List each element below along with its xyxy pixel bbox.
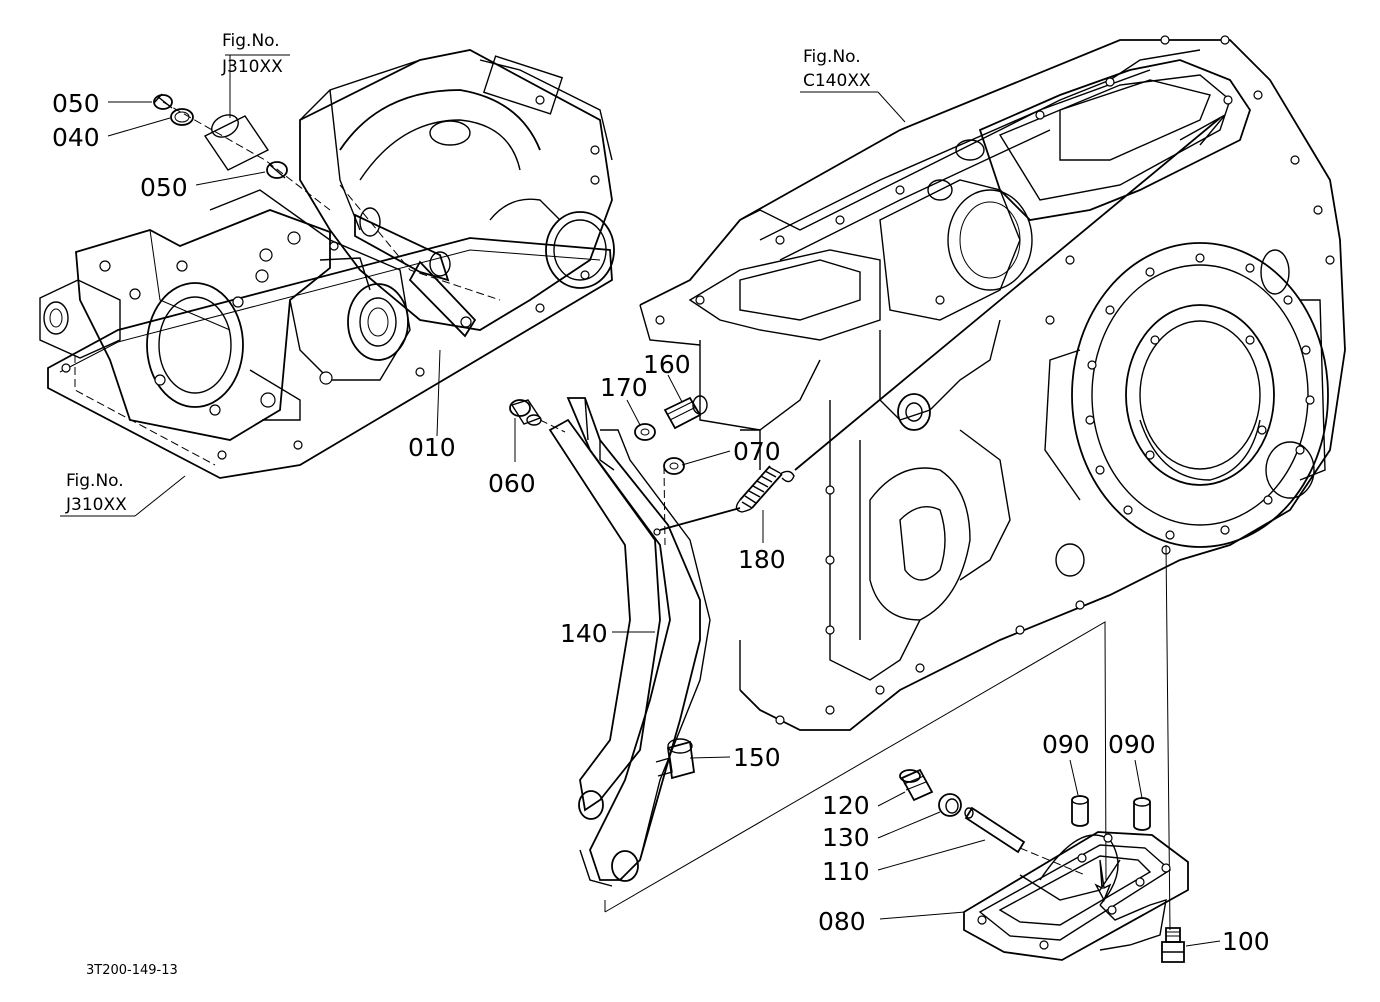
fig-ref-code: C140XX [803, 71, 871, 91]
part-label-140: 140 [560, 619, 608, 648]
flange-bolt-holes [1085, 253, 1315, 540]
callout-leaders [60, 54, 1221, 947]
part-label-040: 040 [52, 123, 100, 152]
transmission-case [639, 35, 1346, 731]
part-label-090-right: 090 [1108, 730, 1156, 759]
seal-and-pipe-parts [153, 93, 331, 211]
fig-ref-code: J310XX [65, 495, 127, 515]
fig-ref-label: Fig.No. [803, 47, 861, 67]
part-label-180: 180 [738, 545, 786, 574]
fig-ref-j310xx-top: Fig.No. J310XX [221, 31, 283, 77]
case-bolt-holes [655, 35, 1335, 725]
part-label-160: 160 [643, 350, 691, 379]
part-label-120: 120 [822, 791, 870, 820]
part-label-130: 130 [822, 823, 870, 852]
drawing-code: 3T200-149-13 [86, 963, 178, 978]
part-label-070: 070 [733, 437, 781, 466]
fig-ref-j310xx-bottom: Fig.No. J310XX [65, 471, 127, 515]
part-label-050-top: 050 [52, 89, 100, 118]
bottom-cover-assembly [899, 768, 1189, 963]
part-label-060: 060 [488, 469, 536, 498]
part-label-170: 170 [600, 373, 648, 402]
part-label-050-lower: 050 [140, 173, 188, 202]
fig-ref-code: J310XX [221, 57, 283, 77]
tension-spring [659, 465, 795, 531]
part-label-110: 110 [822, 857, 870, 886]
part-label-090-left: 090 [1042, 730, 1090, 759]
hydraulic-cylinder-assembly [39, 49, 615, 479]
fig-ref-c140xx: Fig.No. C140XX [803, 47, 871, 91]
fig-ref-label: Fig.No. [66, 471, 124, 491]
part-label-080: 080 [818, 907, 866, 936]
fig-ref-label: Fig.No. [222, 31, 280, 51]
part-label-150: 150 [733, 743, 781, 772]
part-label-100: 100 [1222, 927, 1270, 956]
part-label-010: 010 [408, 433, 456, 462]
